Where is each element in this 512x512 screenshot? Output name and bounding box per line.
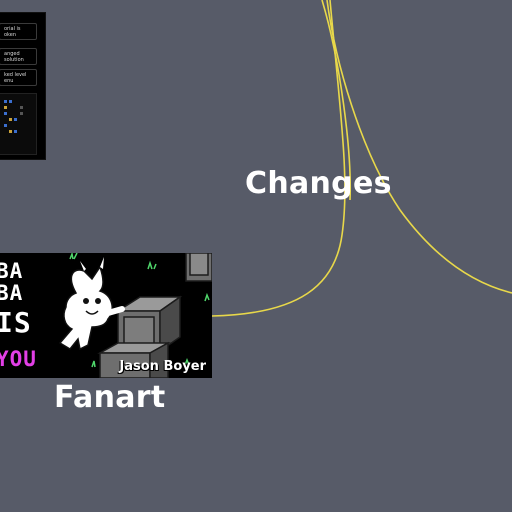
baba-illustration [58, 253, 212, 378]
node-changes[interactable]: Changes [245, 166, 392, 201]
fanart-author: Jason Boyer [119, 359, 206, 374]
panel-item-changed-solution: anged solution [0, 48, 37, 65]
arrow-head-icon [142, 0, 156, 4]
connector-changes-to-top [321, 0, 352, 201]
level-panel-thumbnail[interactable]: orial is oken anged solution ked level e… [0, 12, 46, 160]
title-word-baba-1: BA [0, 259, 24, 283]
panel-item-level-menu: ked level enu [0, 69, 37, 86]
node-fanart[interactable]: Fanart [54, 380, 166, 415]
connector-changes-to-right [326, 0, 512, 294]
fanart-image[interactable]: BA BA IS YOU [0, 253, 212, 378]
level-grid-graphic [4, 100, 23, 133]
connector-fanart-to-top [211, 0, 346, 317]
title-word-you: YOU [0, 347, 37, 371]
title-word-is: IS [0, 306, 32, 339]
panel-item-tutorial: orial is oken [0, 23, 37, 40]
level-preview-image [0, 93, 37, 155]
title-word-baba-2: BA [0, 281, 24, 305]
